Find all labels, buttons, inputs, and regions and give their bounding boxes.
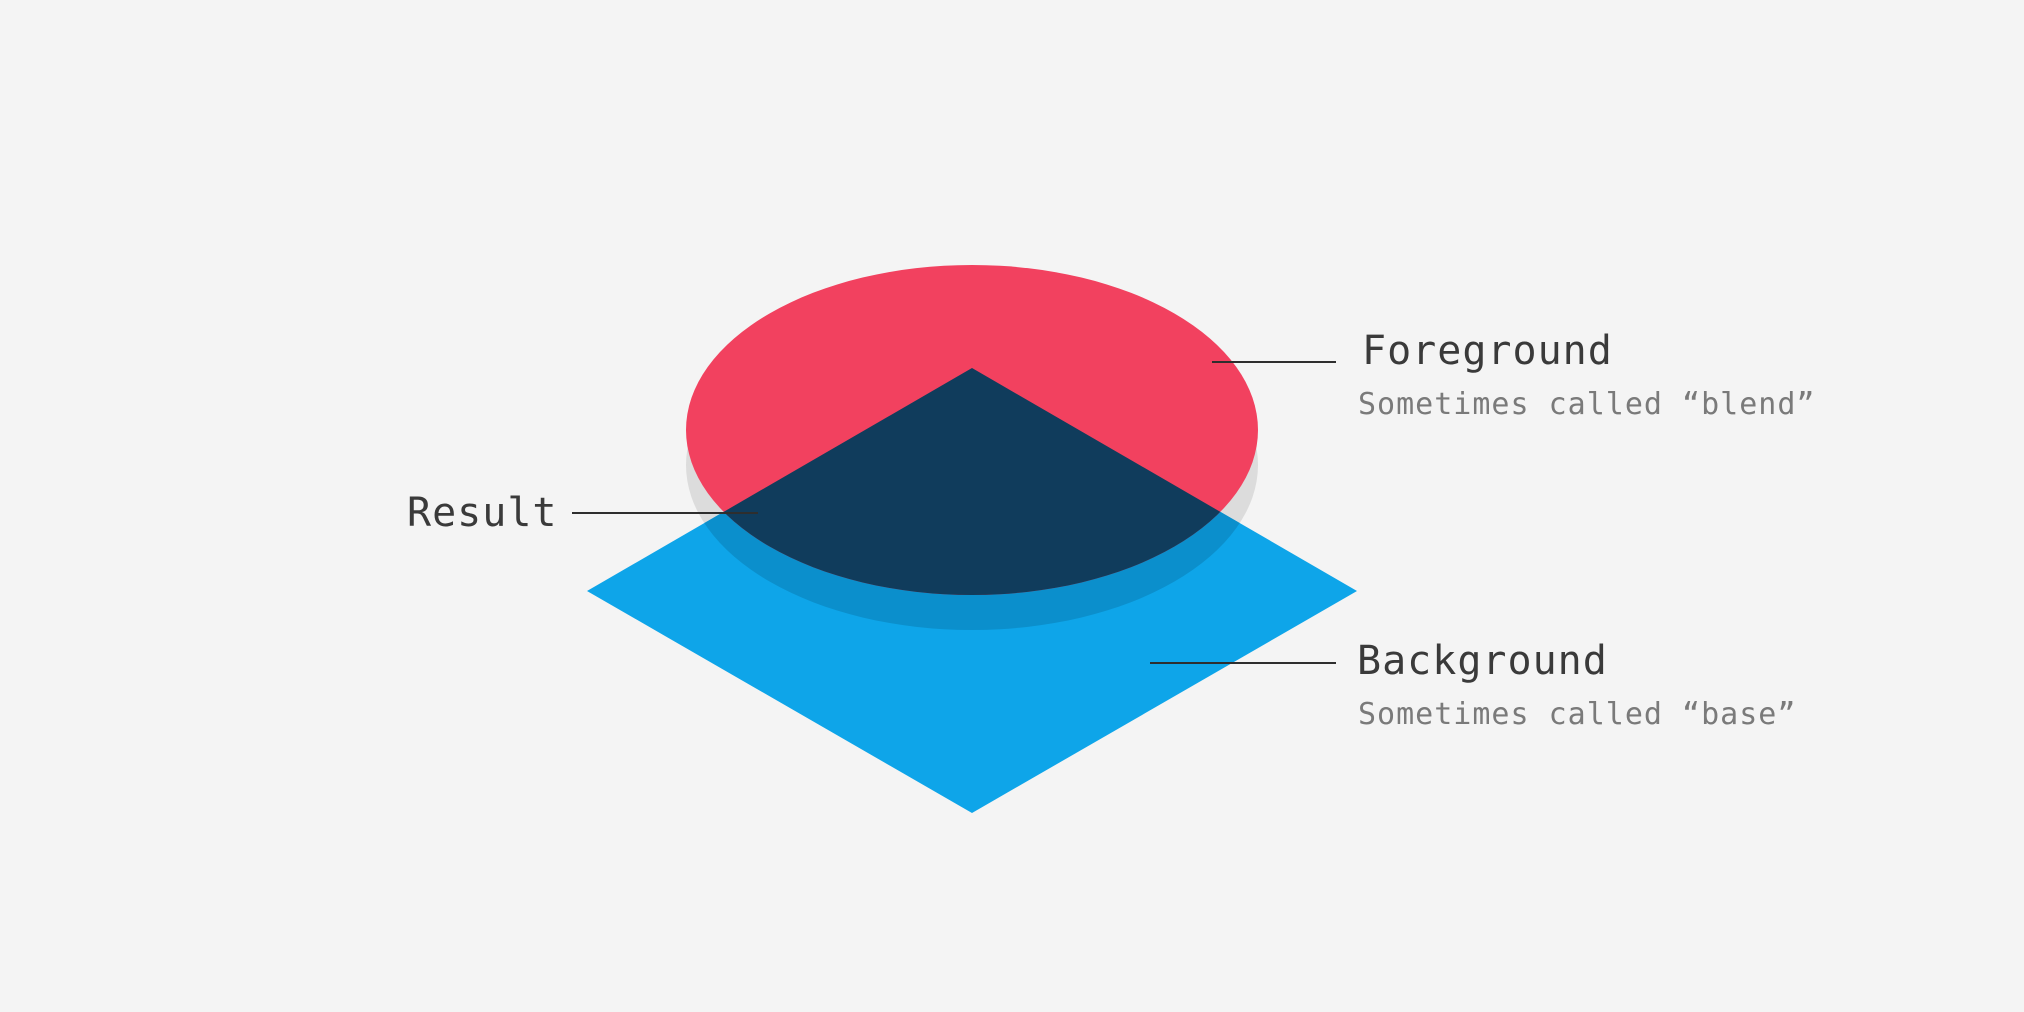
result-overlap-region <box>686 368 1258 595</box>
result-label: Result <box>407 490 558 536</box>
background-label: Background <box>1357 638 1608 684</box>
foreground-sublabel: Sometimes called “blend” <box>1358 387 1816 422</box>
foreground-label: Foreground <box>1362 328 1613 374</box>
background-sublabel: Sometimes called “base” <box>1358 697 1797 732</box>
